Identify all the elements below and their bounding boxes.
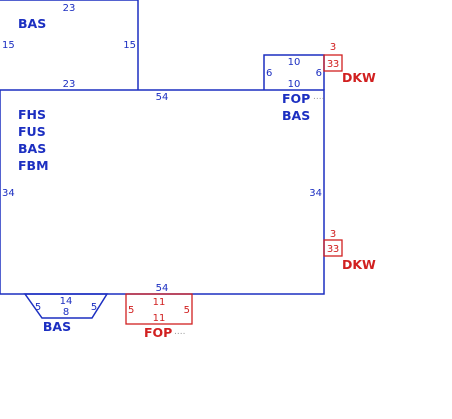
bay-bas-top-dim: 14 xyxy=(60,296,73,307)
lower-fop-top-dim: 11 xyxy=(153,297,166,308)
dkw-mid-outline xyxy=(323,239,343,257)
main-bottom-dim: 54 xyxy=(156,283,169,294)
bay-bas-right-dim: 5 xyxy=(91,302,97,313)
dkw-mid-left-dim: 3 xyxy=(327,244,333,255)
main-right-dim: 34 xyxy=(309,188,322,199)
lower-fop-bottom-dim: 11 xyxy=(153,313,166,324)
upper-left-bas-outline xyxy=(0,0,139,90)
fop-lower-leader: .... xyxy=(174,327,185,337)
lower-fop-right-dim: 5 xyxy=(184,305,190,316)
upper-right-fop-right-dim: 6 xyxy=(316,68,322,79)
dkw-top-top-dim: 3 xyxy=(330,42,336,53)
main-label-fbm: FBM xyxy=(18,158,49,173)
upper-left-bas-left-dim: 15 xyxy=(2,40,15,51)
upper-left-bas-right-dim: 15 xyxy=(123,40,136,51)
main-label-bas: BAS xyxy=(18,141,46,156)
lower-fop-left-dim: 5 xyxy=(128,305,134,316)
main-outline xyxy=(0,89,325,295)
upper-right-fop-label-bas: BAS xyxy=(282,108,310,123)
dkw-top-label: DKW xyxy=(342,70,376,85)
structure-outlines xyxy=(0,0,325,319)
upper-left-bas-bottom-dim: 23 xyxy=(63,79,76,90)
lower-fop-label: FOP xyxy=(144,325,172,340)
attachment-outlines xyxy=(125,54,343,325)
upper-right-fop-outline xyxy=(263,54,325,90)
lower-fop-outline xyxy=(125,293,193,325)
upper-left-bas-top-dim: 23 xyxy=(63,3,76,14)
bay-bas-left-dim: 5 xyxy=(35,302,41,313)
dkw-mid-top-dim: 3 xyxy=(330,229,336,240)
bay-bas-outline xyxy=(23,293,109,319)
fop-upper-leader: .... xyxy=(313,92,324,102)
upper-right-fop-top-dim: 10 xyxy=(288,57,301,68)
bay-bas-label: BAS xyxy=(43,319,71,334)
main-label-fus: FUS xyxy=(18,124,46,139)
dkw-top-outline xyxy=(323,54,343,72)
upper-right-fop-label-fop: FOP xyxy=(282,91,310,106)
main-top-dim: 54 xyxy=(156,92,169,103)
upper-left-bas-label: BAS xyxy=(18,16,46,31)
dkw-mid-right-dim: 3 xyxy=(333,244,339,255)
main-left-dim: 34 xyxy=(2,188,15,199)
upper-right-fop-bottom-dim: 10 xyxy=(288,79,301,90)
upper-right-fop-left-dim: 6 xyxy=(266,68,272,79)
dkw-mid-label: DKW xyxy=(342,257,376,272)
bay-bas-bottom-dim: 8 xyxy=(63,307,69,318)
main-label-fhs: FHS xyxy=(18,107,46,122)
dkw-top-right-dim: 3 xyxy=(333,59,339,70)
dkw-top-left-dim: 3 xyxy=(327,59,333,70)
